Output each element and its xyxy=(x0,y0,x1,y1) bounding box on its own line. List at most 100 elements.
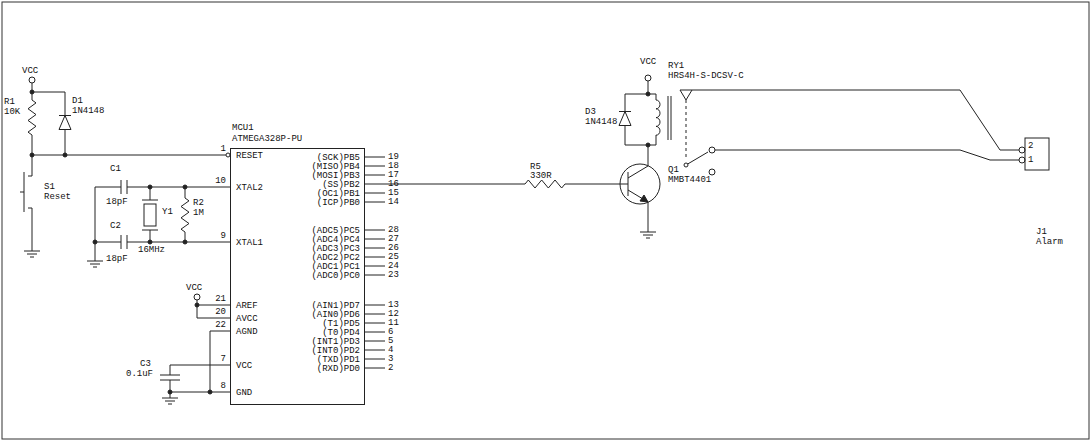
pin-number: 10 xyxy=(215,177,226,186)
mcu-pin xyxy=(365,275,385,276)
pin-name: AGND xyxy=(236,328,258,337)
part-value: 330R xyxy=(530,172,552,181)
pin-name: (ADC0)PC0 xyxy=(311,272,360,281)
pushbutton-symbol xyxy=(20,192,24,193)
mcu-pin xyxy=(365,350,385,351)
junction-dot xyxy=(195,303,199,307)
part-value: 10K xyxy=(4,108,20,117)
vcc-terminal xyxy=(194,294,200,300)
wire xyxy=(385,184,525,185)
mcu-pin xyxy=(365,368,385,369)
part-name: C2 xyxy=(110,222,121,231)
junction-dot xyxy=(148,240,152,244)
pin-name: (SS)PB2 xyxy=(322,181,360,190)
pin-number: 13 xyxy=(388,301,399,310)
diode-symbol xyxy=(59,116,71,130)
wire xyxy=(990,160,1019,161)
pin-number: 17 xyxy=(388,171,399,180)
pin-number: 4 xyxy=(388,346,393,355)
mcu-pin xyxy=(365,314,385,315)
pushbutton-symbol xyxy=(28,208,32,209)
transistor-arrow xyxy=(640,195,648,202)
capacitor-symbol xyxy=(121,180,122,194)
wire xyxy=(692,90,960,91)
wire xyxy=(648,202,649,226)
pin-name: (RXD)PD0 xyxy=(317,365,360,374)
wire xyxy=(210,331,211,392)
junction-dot xyxy=(30,90,34,94)
ground-symbol xyxy=(648,226,649,232)
pin-number: 2 xyxy=(1028,142,1033,151)
mcu-pin xyxy=(365,239,385,240)
pin-name: (SCK)PB5 xyxy=(317,154,360,163)
pin-name: RESET xyxy=(236,152,263,161)
part-value: HRS4H-S-DCSV-C xyxy=(668,72,744,81)
junction-dot xyxy=(183,240,187,244)
pin-name: VCC xyxy=(236,362,252,371)
mcu-pin xyxy=(365,359,385,360)
mcu-pin xyxy=(365,230,385,231)
part-name: R2 xyxy=(193,199,204,208)
part-value: ATMEGA328P-PU xyxy=(232,135,302,144)
wire xyxy=(625,94,656,95)
transistor-symbol xyxy=(628,190,648,202)
transistor-body xyxy=(620,164,660,204)
relay-contact xyxy=(709,169,715,175)
part-name: C3 xyxy=(140,360,151,369)
wire xyxy=(32,155,33,176)
pin-name: (ADC4)PC4 xyxy=(311,236,360,245)
pin-name: (T0)PD4 xyxy=(322,329,360,338)
pin-number: 15 xyxy=(388,189,399,198)
junction-dot xyxy=(646,143,650,147)
relay-link xyxy=(686,100,687,160)
mcu-pin xyxy=(365,202,385,203)
pin-name: (ADC3)PC3 xyxy=(311,245,360,254)
pin-name: (T1)PD5 xyxy=(322,320,360,329)
mcu-pin xyxy=(365,157,385,158)
ground-symbol xyxy=(643,235,653,236)
part-value: 16MHz xyxy=(138,246,165,255)
ground-symbol xyxy=(30,257,34,258)
pin-number: 24 xyxy=(388,262,399,271)
wire xyxy=(95,242,121,243)
vcc-terminal xyxy=(645,75,651,81)
pin-name: (ADC5)PC5 xyxy=(311,227,360,236)
wire xyxy=(625,145,656,146)
pin-number: 27 xyxy=(388,235,399,244)
pin-number: 26 xyxy=(388,244,399,253)
pin-name: (AIN1)PD7 xyxy=(311,302,360,311)
part-name: MCU1 xyxy=(232,124,254,133)
part-value: 0.1uF xyxy=(126,370,153,379)
ground-symbol xyxy=(162,398,178,399)
wire xyxy=(95,187,121,188)
wire xyxy=(960,150,990,160)
pin-name: (ADC2)PC2 xyxy=(311,254,360,263)
pin-number: 5 xyxy=(388,337,393,346)
relay-core xyxy=(671,96,672,140)
crystal-symbol xyxy=(142,200,158,201)
pin-number: 8 xyxy=(221,382,226,391)
wire xyxy=(32,208,33,245)
pin-number: 20 xyxy=(215,308,226,317)
pin-number: 12 xyxy=(388,310,399,319)
capacitor-symbol xyxy=(160,375,180,376)
part-value: Alarm xyxy=(1036,238,1063,247)
wire xyxy=(170,392,230,393)
wire xyxy=(197,318,230,319)
wire xyxy=(127,187,230,188)
pin-name: (TXD)PD1 xyxy=(317,356,360,365)
pin-number: 11 xyxy=(388,319,399,328)
part-name: D1 xyxy=(72,97,83,106)
pin-name: XTAL1 xyxy=(236,239,263,248)
ground-symbol xyxy=(87,261,103,262)
ground-symbol xyxy=(24,251,40,252)
ground-symbol xyxy=(165,401,175,402)
pin-number: 1 xyxy=(221,145,226,154)
part-name: C1 xyxy=(110,165,121,174)
connector-pin xyxy=(1019,147,1025,153)
wire xyxy=(170,365,171,375)
wire xyxy=(170,365,230,366)
ground-symbol xyxy=(90,264,100,265)
pin-name: (ADC1)PC1 xyxy=(311,263,360,272)
connector-pin xyxy=(1019,157,1025,163)
